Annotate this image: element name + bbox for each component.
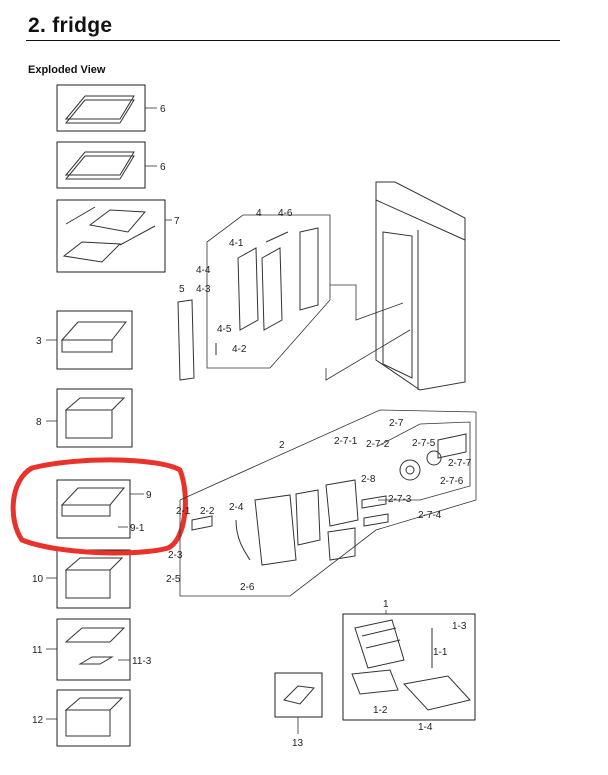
label-2: 2 [279,440,285,451]
label-4-5: 4-5 [217,324,232,335]
label-6b: 6 [160,162,166,173]
label-4-1: 4-1 [229,238,244,249]
label-2-7-4: 2-7-4 [418,510,442,521]
label-2-2: 2-2 [200,506,215,517]
part-8-drawer: 8 [36,388,133,448]
part-6-shelf-second: 6 [56,141,166,189]
part-7-shelf-assembly: 7 [56,199,180,273]
label-11-3: 11-3 [132,656,152,667]
label-12: 12 [32,715,44,726]
label-13: 13 [292,738,304,749]
fridge-cabinet [325,181,466,391]
label-2-5: 2-5 [166,574,181,585]
part-12-drawer: 12 [32,689,131,747]
label-2-8: 2-8 [361,474,376,485]
part-6-shelf-top: 6 [56,84,166,132]
label-5: 5 [179,284,185,295]
label-2-7-1: 2-7-1 [334,436,358,447]
label-1-4: 1-4 [418,722,433,733]
label-8: 8 [36,417,42,428]
title-rule [26,40,560,41]
label-2-7-6: 2-7-6 [440,476,464,487]
label-1: 1 [383,599,389,610]
part-3-shelf: 3 [36,310,133,370]
label-4-4: 4-4 [196,265,211,276]
section-heading: Exploded View [28,64,106,76]
part-4-door-bins-group: 4 4-6 4-1 4-4 4-3 4-5 4-2 [196,208,331,369]
label-1-3: 1-3 [452,621,467,632]
label-2-7-2: 2-7-2 [366,439,390,450]
part-2-7-fan-assembly: 2-7 2-7-1 2-7-2 2-7-5 2-7-7 2-7-6 2-7-3 … [334,418,472,521]
part-5-door-panel: 5 [177,284,195,381]
page-title: 2. fridge [28,14,113,37]
label-4: 4 [256,208,262,219]
label-1-1: 1-1 [433,647,448,658]
label-2-3: 2-3 [168,550,183,561]
label-2-6: 2-6 [240,582,255,593]
part-11-tray: 11 11-3 [32,618,152,681]
label-9-1: 9-1 [130,523,145,534]
label-2-4: 2-4 [229,502,244,513]
label-4-6: 4-6 [278,208,293,219]
label-9: 9 [146,490,152,501]
red-highlight-circle [10,457,188,556]
label-7: 7 [174,216,180,227]
part-1-evaporator-assembly: 1 1-3 1-1 1-2 1-4 [342,599,476,733]
label-3: 3 [36,336,42,347]
label-2-7-5: 2-7-5 [412,438,436,449]
label-1-2: 1-2 [373,705,388,716]
label-2-7-7: 2-7-7 [448,458,472,469]
label-2-1: 2-1 [176,506,191,517]
label-4-2: 4-2 [232,344,247,355]
part-9-cover: 9 9-1 [56,479,152,539]
label-6a: 6 [160,104,166,115]
label-10: 10 [32,574,44,585]
label-2-7-3: 2-7-3 [388,494,412,505]
label-2-7: 2-7 [389,418,404,429]
label-11: 11 [32,645,43,656]
part-13-egg-tray: 13 [274,672,323,749]
part-2-control-assembly: 2 2-1 2-2 2-4 2-3 2-5 2-6 2-8 [166,409,477,597]
part-10-drawer: 10 [32,549,131,609]
label-4-3: 4-3 [196,284,211,295]
